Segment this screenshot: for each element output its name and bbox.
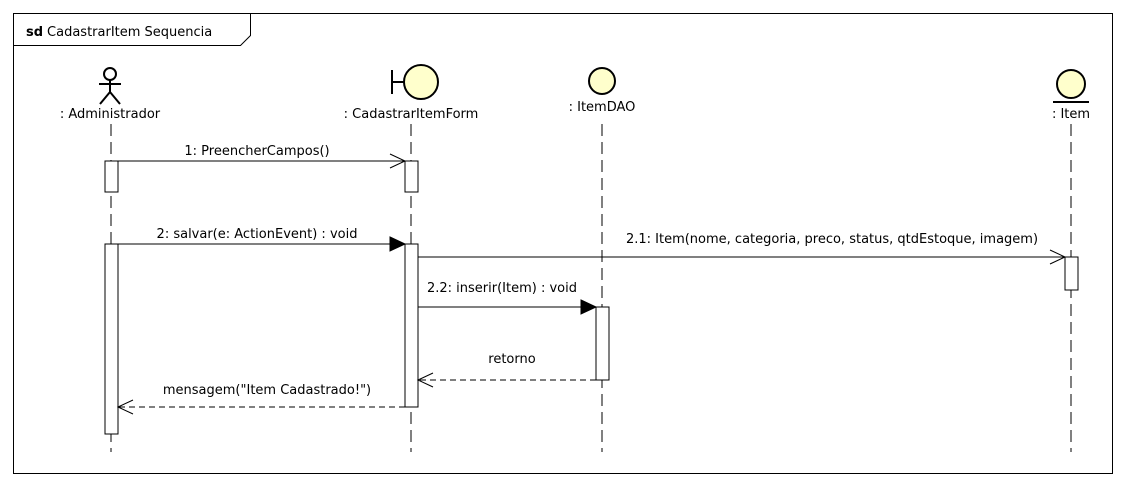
activation-form-2 bbox=[404, 243, 419, 408]
open-arrowhead bbox=[116, 399, 134, 415]
activation-item-1 bbox=[1064, 256, 1079, 291]
open-arrowhead bbox=[1049, 249, 1067, 265]
open-arrowhead bbox=[416, 372, 434, 388]
return-message-2: mensagem("Item Cadastrado!") bbox=[116, 383, 405, 415]
entity-icon bbox=[1053, 69, 1089, 103]
message-1: 1: PreencherCampos() bbox=[118, 144, 407, 169]
open-arrowhead bbox=[389, 153, 407, 169]
return-message-2-label: mensagem("Item Cadastrado!") bbox=[163, 383, 371, 398]
return-message-1-label: retorno bbox=[488, 352, 535, 367]
frame-keyword: sd bbox=[26, 25, 43, 40]
activation-admin-2 bbox=[104, 243, 119, 435]
message-2-1: 2.1: Item(nome, categoria, preco, status… bbox=[418, 232, 1067, 265]
lifeline-dao-label: : ItemDAO bbox=[569, 100, 636, 115]
frame-border bbox=[13, 13, 1113, 474]
frame-label: sd CadastrarItem Sequencia bbox=[26, 25, 212, 40]
filled-arrowhead bbox=[389, 236, 407, 252]
lifeline-form-label: : CadastrarItemForm bbox=[344, 107, 479, 122]
control-icon bbox=[588, 67, 616, 95]
message-2-label: 2: salvar(e: ActionEvent) : void bbox=[157, 227, 358, 242]
boundary-icon bbox=[391, 64, 439, 100]
filled-arrowhead bbox=[580, 299, 598, 315]
lifeline-admin-label: : Administrador bbox=[60, 107, 161, 122]
lifeline-item-label: : Item bbox=[1052, 107, 1090, 122]
frame-name: CadastrarItem Sequencia bbox=[47, 25, 212, 40]
actor-icon bbox=[99, 67, 121, 105]
message-2-1-label: 2.1: Item(nome, categoria, preco, status… bbox=[626, 232, 1038, 247]
activation-dao-1 bbox=[595, 306, 610, 381]
activation-form-1 bbox=[404, 160, 419, 193]
message-1-label: 1: PreencherCampos() bbox=[184, 144, 329, 159]
message-2: 2: salvar(e: ActionEvent) : void bbox=[118, 227, 407, 252]
frame-tab bbox=[13, 13, 251, 46]
return-message-1: retorno bbox=[416, 352, 596, 388]
activation-admin-1 bbox=[104, 160, 119, 193]
message-2-2-label: 2.2: inserir(Item) : void bbox=[427, 281, 577, 296]
message-2-2: 2.2: inserir(Item) : void bbox=[418, 281, 598, 315]
